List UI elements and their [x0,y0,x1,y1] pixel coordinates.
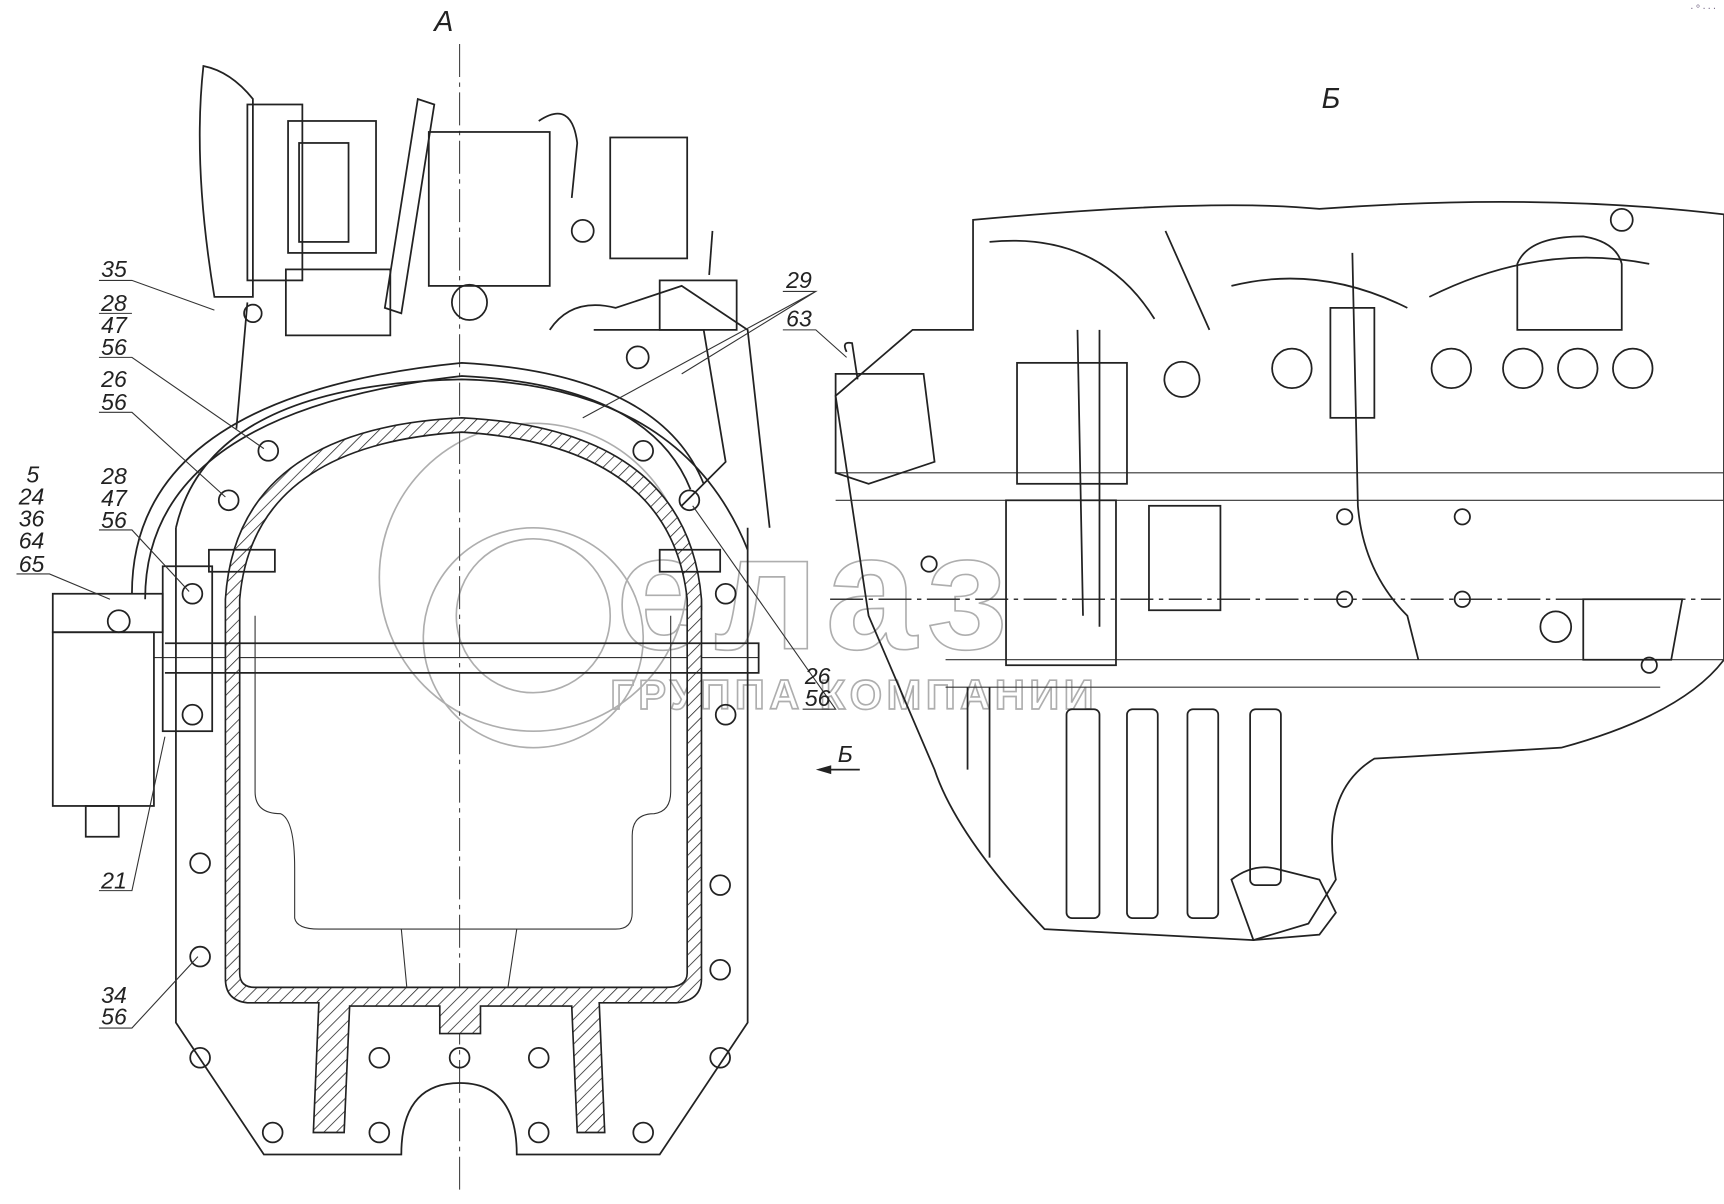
svg-text:26: 26 [804,663,831,689]
callout-28-47-56-lower: 28 47 56 [100,463,128,533]
svg-text:21: 21 [100,867,127,893]
block-bolts [920,208,1658,674]
svg-text:28: 28 [100,463,127,489]
corner-marks: ·°··· [1690,4,1718,15]
leader-lines [16,279,847,1029]
svg-text:24: 24 [18,484,45,510]
oil-pan-flange [175,527,749,1156]
front-cover-outline [175,378,749,551]
svg-text:56: 56 [101,334,127,360]
callout-21: 21 [100,867,127,893]
callout-29: 29 [785,267,812,293]
svg-text:47: 47 [101,312,128,338]
svg-text:26: 26 [100,366,127,392]
watermark-subtitle: ГРУППА КОМПАНИИ [610,671,1098,718]
svg-text:56: 56 [805,685,831,711]
direction-arrow-icon [815,765,860,775]
direction-b-label: Б [838,741,853,767]
svg-text:29: 29 [785,267,812,293]
svg-text:28: 28 [100,290,127,316]
oil-tube [131,361,705,594]
view-b-side-engine [834,200,1724,942]
svg-text:64: 64 [19,528,45,554]
svg-text:56: 56 [101,1004,127,1030]
callout-34-56: 34 56 [101,982,127,1030]
callout-35: 35 [101,256,127,282]
view-a-upper-engine [198,64,771,528]
intake-ports [1163,347,1654,398]
svg-text:5: 5 [26,462,39,488]
svg-text:35: 35 [101,256,127,282]
view-a-label: А [432,6,453,38]
sump-ribs [1065,708,1282,919]
callout-28-47-56-upper: 28 47 56 [100,290,128,360]
callout-26-56-lower: 26 56 [804,663,831,711]
svg-text:36: 36 [19,506,45,532]
svg-text:63: 63 [786,306,812,332]
svg-text:65: 65 [19,551,45,577]
svg-text:47: 47 [101,485,128,511]
svg-text:34: 34 [101,982,127,1008]
view-b-label: Б [1322,83,1341,115]
svg-text:56: 56 [101,389,127,415]
callout-63: 63 [786,306,812,332]
callout-5-24-36-64-65: 5 24 36 64 65 [18,462,45,577]
svg-text:56: 56 [101,507,127,533]
pan-bolts [181,440,737,1144]
oil-pan-wall-section [224,417,703,1134]
callout-26-56-upper: 26 56 [100,366,127,415]
oil-filter [51,592,164,838]
filter-bracket [161,565,214,733]
